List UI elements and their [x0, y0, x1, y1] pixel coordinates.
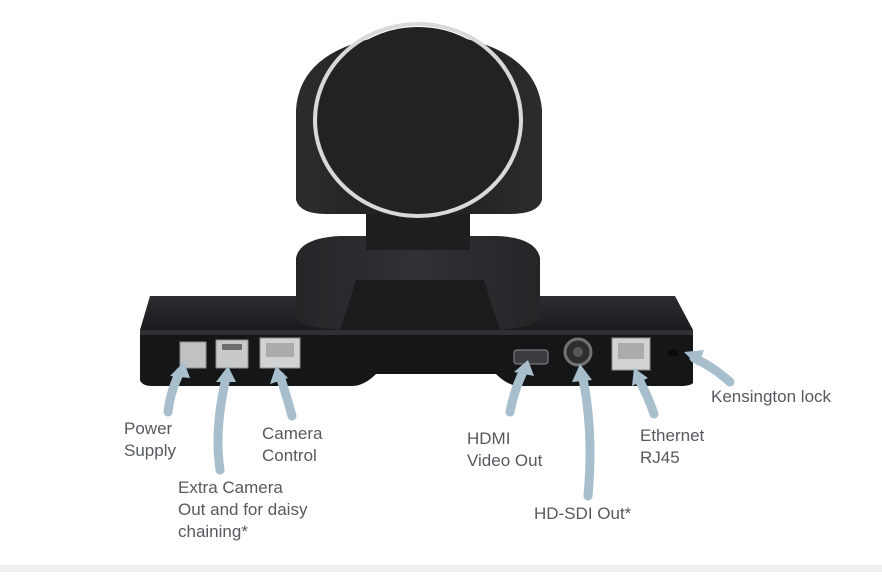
camera-head-ring: [313, 22, 523, 218]
hd-sdi-arrowhead: [572, 364, 592, 382]
power-supply-arrowhead: [170, 362, 190, 378]
base-front-ledge: [140, 330, 693, 335]
power-supply-label: Power Supply: [124, 419, 176, 460]
extra-camera-label: Extra Camera Out and for daisy chaining*: [178, 478, 308, 541]
hdmi-port: [513, 349, 549, 365]
camera-head-face: [318, 27, 518, 213]
kensington-arrowhead: [684, 350, 704, 366]
extra-camera-arrow: [213, 373, 231, 475]
kensington-label: Kensington lock: [711, 387, 832, 406]
camera-control-arrowhead: [270, 366, 288, 384]
hd-sdi-arrow: [577, 369, 595, 501]
extra-camera-arrowhead: [216, 366, 236, 382]
ethernet-label: Ethernet RJ45: [640, 426, 705, 467]
bottom-divider: [0, 565, 882, 572]
hd-sdi-label: HD-SDI Out*: [534, 504, 632, 523]
hdmi-arrowhead: [514, 360, 534, 376]
pan-body-lower: [340, 280, 500, 330]
camera-control-label: Camera Control: [262, 424, 323, 465]
ethernet-arrowhead: [632, 368, 648, 386]
kensington-slot: [668, 350, 678, 356]
hdmi-label: HDMI Video Out: [467, 429, 543, 470]
